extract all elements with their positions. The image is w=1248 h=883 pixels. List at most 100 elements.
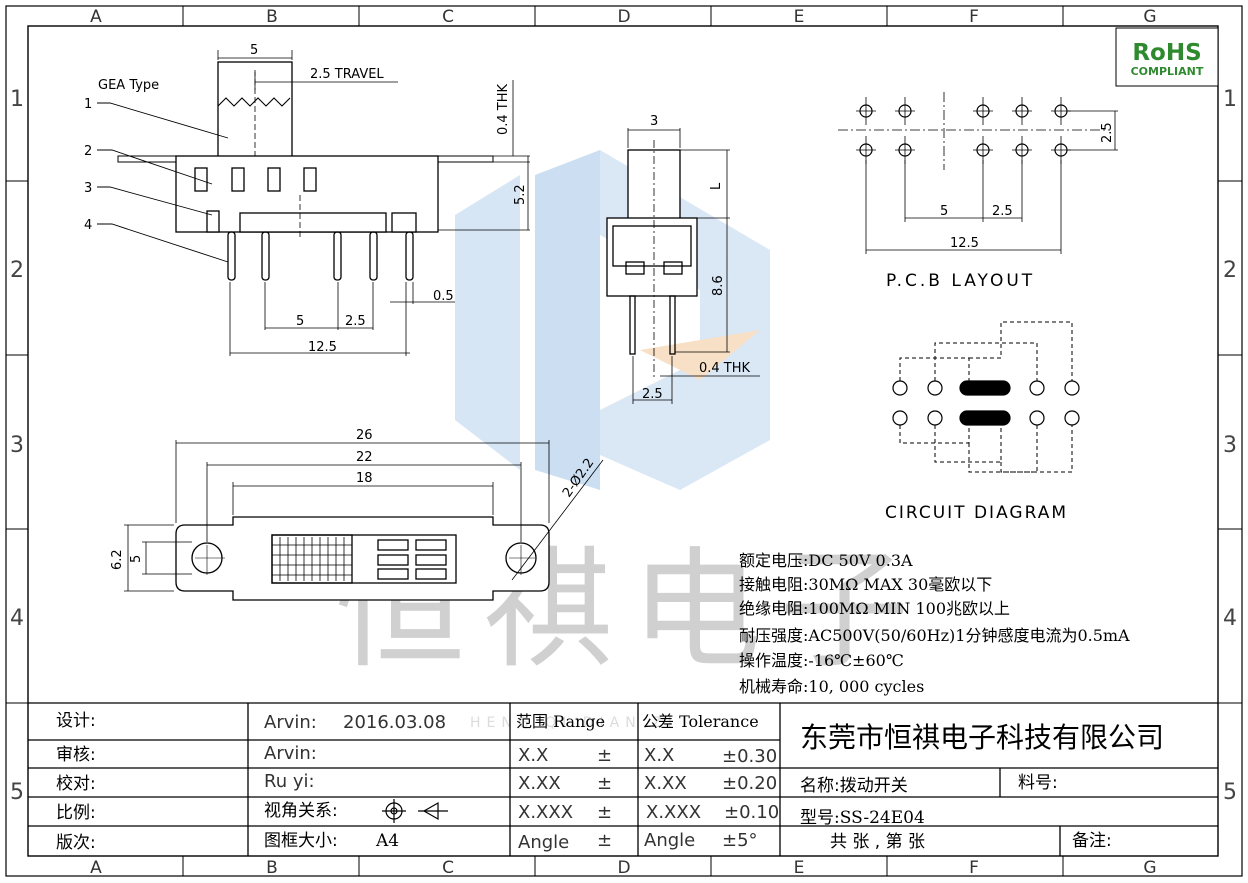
design-date: 2016.03.08 [343, 712, 446, 733]
dim-label: 12.5 [950, 236, 979, 251]
row-labels-right: 1 2 3 4 5 [1223, 87, 1237, 805]
dim-label: L [709, 182, 724, 190]
end-view-labels: 3 L 8.6 0.4 THK 2.5 [642, 114, 751, 402]
reviewer-name: Arvin: [264, 743, 317, 764]
col-label: A [90, 7, 102, 27]
tol-value: ±0.10 [724, 802, 779, 823]
spec-line: 额定电压:DC 50V 0.3A [739, 551, 913, 570]
tol-cell: X.XX [644, 773, 687, 794]
projection-symbol-icon [382, 799, 448, 823]
row-label: 3 [10, 433, 24, 458]
callout-1: 1 [84, 97, 92, 112]
title-block-grid [28, 702, 1218, 856]
checker-name: Ru yi: [264, 771, 315, 792]
sheet-label: 共 张 , 第 张 [830, 832, 925, 852]
pm-cell: ± [597, 773, 612, 794]
dim-label: 2.5 [992, 204, 1013, 219]
title-block-text: 设计: Arvin: 2016.03.08 审核: Arvin: 校对: Ru … [56, 711, 1164, 853]
row-label: 5 [10, 780, 24, 805]
col-label: E [794, 7, 805, 27]
row-labels-left: 1 2 3 4 5 [10, 87, 24, 805]
dim-label: 12.5 [308, 340, 337, 355]
end-view-drawing [606, 128, 760, 404]
row-label: 1 [1223, 87, 1237, 112]
rohs-badge: RoHS COMPLIANT [1115, 27, 1219, 87]
frame-size-label: 图框大小: [264, 831, 338, 851]
dim-label: 5 [940, 204, 948, 219]
row-label: 5 [1223, 780, 1237, 805]
rohs-subtitle: COMPLIANT [1131, 65, 1204, 78]
watermark-logo [455, 150, 770, 490]
dim-label: 5 [296, 314, 304, 329]
callout-3: 3 [84, 181, 92, 196]
column-labels-top: A B C D E F G [90, 7, 1156, 27]
col-label: A [90, 858, 102, 878]
tol-value: ±0.20 [722, 773, 777, 794]
row-label: 3 [1223, 433, 1237, 458]
row-label: 1 [10, 87, 24, 112]
dim-label: 5 [250, 43, 258, 58]
dim-label: 22 [356, 450, 373, 465]
side-view-labels: GEA Type 1 2 3 4 5 2.5 TRAVEL 0.4 THK 5.… [84, 43, 528, 355]
tolerance-header: 公差 Tolerance [642, 712, 759, 731]
dim-label: 2.5 [642, 387, 663, 402]
dim-label: 5.2 [513, 184, 528, 205]
tol-cell: Angle [644, 830, 695, 851]
dim-label: 0.4 THK [496, 83, 511, 135]
specifications: 额定电压:DC 50V 0.3A 接触电阻:30MΩ MAX 30毫欧以下 绝缘… [739, 551, 1130, 696]
border-frame [5, 5, 1243, 877]
gea-type-label: GEA Type [98, 78, 159, 93]
col-label: B [266, 858, 278, 878]
dim-label: 2.5 TRAVEL [310, 67, 384, 82]
part-number-label: 料号: [1018, 773, 1058, 793]
col-label: B [266, 7, 278, 27]
pcb-layout-labels: 2.5 5 2.5 12.5 P.C.B LAYOUT [886, 122, 1115, 291]
row-label: 2 [1223, 258, 1237, 283]
range-cell: X.X [518, 745, 548, 766]
row-label: 4 [10, 606, 24, 631]
tol-cell: X.XXX [646, 802, 701, 823]
pcb-layout-drawing [838, 92, 1118, 254]
dim-label: 18 [356, 471, 373, 486]
spec-line: 机械寿命:10, 000 cycles [739, 677, 924, 696]
product-name-label: 名称:拨动开关 [800, 776, 908, 796]
dim-label: 8.6 [711, 275, 726, 296]
frame-size-value: A4 [375, 831, 399, 851]
view-relation-label: 视角关系: [264, 801, 338, 821]
range-cell: X.XXX [518, 802, 573, 823]
col-label: D [617, 7, 630, 27]
dim-label: 2.5 [1100, 122, 1115, 143]
designer-name: Arvin: [264, 712, 317, 733]
side-view-drawing [97, 50, 530, 356]
check-label: 校对: [56, 774, 96, 794]
scale-label: 比例: [56, 803, 96, 823]
col-label: E [794, 858, 805, 878]
range-cell: Angle [518, 832, 569, 853]
circuit-diagram-title: CIRCUIT DIAGRAM [885, 503, 1068, 523]
column-labels-bottom: A B C D E F G [90, 858, 1156, 878]
circuit-diagram-drawing [892, 321, 1080, 473]
dim-label: 0.4 THK [699, 361, 751, 376]
remark-label: 备注: [1072, 831, 1112, 851]
spec-line: 耐压强度:AC500V(50/60Hz)1分钟感度电流为0.5mA [739, 626, 1130, 645]
design-label: 设计: [56, 711, 96, 731]
col-label: F [969, 858, 979, 878]
row-label: 4 [1223, 606, 1237, 631]
review-label: 审核: [56, 745, 96, 765]
top-view-drawing [124, 440, 604, 601]
col-label: F [969, 7, 979, 27]
tol-cell: X.X [644, 745, 674, 766]
version-label: 版次: [56, 833, 96, 853]
callout-4: 4 [84, 218, 92, 233]
row-label: 2 [10, 258, 24, 283]
dim-label: 0.5 [433, 289, 454, 304]
dim-label: 2.5 [345, 314, 366, 329]
watermark-subtext: HENG QI DIAN ZI [470, 715, 678, 731]
dim-label: 5 [129, 555, 144, 563]
col-label: G [1143, 858, 1156, 878]
spec-line: 接触电阻:30MΩ MAX 30毫欧以下 [739, 575, 992, 594]
model-label: 型号:SS-24E04 [800, 808, 925, 828]
rohs-title: RoHS [1132, 40, 1201, 66]
pcb-layout-title: P.C.B LAYOUT [886, 271, 1035, 291]
